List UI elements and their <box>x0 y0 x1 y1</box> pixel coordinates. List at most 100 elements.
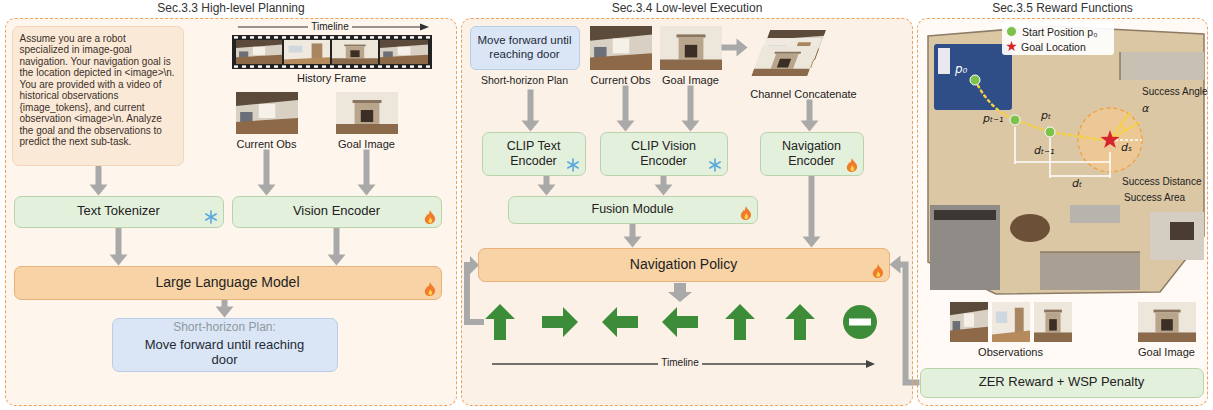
connector-arrow <box>801 100 819 132</box>
legend-star <box>1006 41 1017 52</box>
node-text: Assume you are a robot specialized in im… <box>20 33 176 148</box>
frozen-icon <box>566 158 580 172</box>
node-text: Vision Encoder <box>293 204 380 219</box>
node-text: Move forward until reaching door <box>131 338 319 368</box>
connector-line <box>264 150 270 187</box>
encoder-box: Text Tokenizer <box>14 196 224 228</box>
image-caption: Goal Image <box>648 74 734 86</box>
node-text: CLIP Vision Encoder <box>619 139 709 168</box>
connector-arrow <box>890 256 920 383</box>
arrow-head <box>110 255 128 266</box>
distance-label: dₛ <box>1121 142 1132 155</box>
image-caption: History Frame <box>220 72 444 84</box>
prompt-box: Assume you are a robot specialized in im… <box>12 26 184 166</box>
image-caption: Current Obs <box>224 138 310 150</box>
frozen-icon <box>204 210 218 224</box>
arrow-head <box>258 185 276 196</box>
image-caption: Current Obs <box>578 74 664 86</box>
connector-line <box>96 166 102 187</box>
arrow-head <box>522 121 540 132</box>
arrow-head <box>90 185 108 196</box>
current-obs-image: Current Obs <box>236 92 298 150</box>
section-title: Sec.3.5 Reward Functions <box>918 1 1207 15</box>
arrow-head <box>328 255 346 266</box>
connector-arrow <box>655 176 673 196</box>
encoder-box: CLIP Text Encoder <box>482 132 586 176</box>
distance-label: dₜ <box>1072 178 1082 191</box>
current-obs-image: Current Obs <box>590 26 652 86</box>
arrow-head <box>216 307 234 318</box>
goal-image: Goal Image <box>336 92 398 150</box>
connector-arrow <box>90 166 108 196</box>
history-frames: History Frame <box>232 34 432 84</box>
image-caption: Channel Concatenate <box>736 88 872 100</box>
legend-text: Start Position p₀ <box>1022 26 1098 38</box>
arrow-head <box>737 39 748 57</box>
node-text: Navigation Encoder <box>779 139 845 168</box>
annotation-label: Success Area <box>1124 192 1185 204</box>
reward-box: ZER Reward + WSP Penalty <box>920 368 1204 398</box>
section-panel: Sec.3.4 Low-level ExecutionMove forward … <box>461 18 913 406</box>
timeline-label: Timeline <box>658 357 701 369</box>
frozen-icon <box>708 158 722 172</box>
trainable-icon <box>872 264 884 278</box>
legend-swatch <box>1006 26 1017 37</box>
arrow-head <box>538 185 556 196</box>
connector-arrow <box>624 224 642 248</box>
timeline-label: Timeline <box>308 21 351 33</box>
connector-arrow <box>216 300 234 318</box>
observation-images: Observations <box>946 300 1076 358</box>
node-text: CLIP Text Encoder <box>501 139 567 168</box>
annotation-label: Success Angle <box>1142 86 1208 98</box>
image-caption: Goal Image <box>324 138 410 150</box>
concat-image: Channel Concatenate <box>748 26 860 100</box>
connector-arrow <box>328 228 346 266</box>
section-title: Sec.3.3 High-level Planning <box>6 1 456 15</box>
arrow-head <box>358 185 376 196</box>
arrow-head <box>682 121 700 132</box>
arrow-head <box>624 237 642 248</box>
fusion-box: Fusion Module <box>508 196 758 224</box>
image-caption: Short-horizon Plan <box>470 74 580 86</box>
connector-line <box>688 86 694 123</box>
connector-arrow <box>358 150 376 196</box>
distance-label: dₜ₋₁ <box>1034 145 1054 158</box>
llm-box: Large Language Model <box>14 266 442 300</box>
arrow-head <box>617 121 635 132</box>
section-panel: Sec.3.5 Reward FunctionsObservationsGoal… <box>917 18 1208 406</box>
node-text: ZER Reward + WSP Penalty <box>979 375 1145 390</box>
position-label: pₜ₋₁ <box>983 113 1003 126</box>
connector-line <box>807 100 813 123</box>
connector-arrow <box>803 176 821 248</box>
connector-arrow <box>722 39 748 57</box>
goal-image: Goal Image <box>1136 300 1198 358</box>
node-text: Fusion Module <box>592 202 674 216</box>
encoder-box: Vision Encoder <box>232 196 442 228</box>
connector-arrow <box>110 228 128 266</box>
encoder-box: CLIP Vision Encoder <box>600 132 728 176</box>
angle-label: α <box>1142 103 1149 116</box>
plan-text: Move forward until reaching door <box>470 26 580 70</box>
node-text: Large Language Model <box>155 274 299 290</box>
trainable-icon <box>424 282 436 296</box>
legend-text: Goal Location <box>1021 41 1086 53</box>
annotation-label: Success Distance <box>1122 176 1201 188</box>
connector-line <box>116 228 122 257</box>
connector-line <box>630 224 636 239</box>
plan-input: Move forward until reaching doorShort-ho… <box>470 26 580 90</box>
connector-line <box>364 150 370 187</box>
section-panel: Sec.3.3 High-level PlanningAssume you ar… <box>5 18 457 406</box>
position-label: pₜ <box>1041 110 1051 123</box>
trainable-icon <box>424 210 436 224</box>
connector-arrow <box>682 86 700 132</box>
arrow-head <box>803 237 821 248</box>
arrow-head <box>655 185 673 196</box>
legend-item: Goal Location <box>1006 39 1098 54</box>
node-text: Short-horizon Plan: <box>173 321 276 335</box>
image-caption: Goal Image <box>1124 346 1210 358</box>
connector-line <box>722 45 739 51</box>
connector-line <box>809 176 815 239</box>
trainable-icon <box>846 158 858 172</box>
goal-image: Goal Image <box>660 26 722 86</box>
arrow-head <box>890 256 901 274</box>
